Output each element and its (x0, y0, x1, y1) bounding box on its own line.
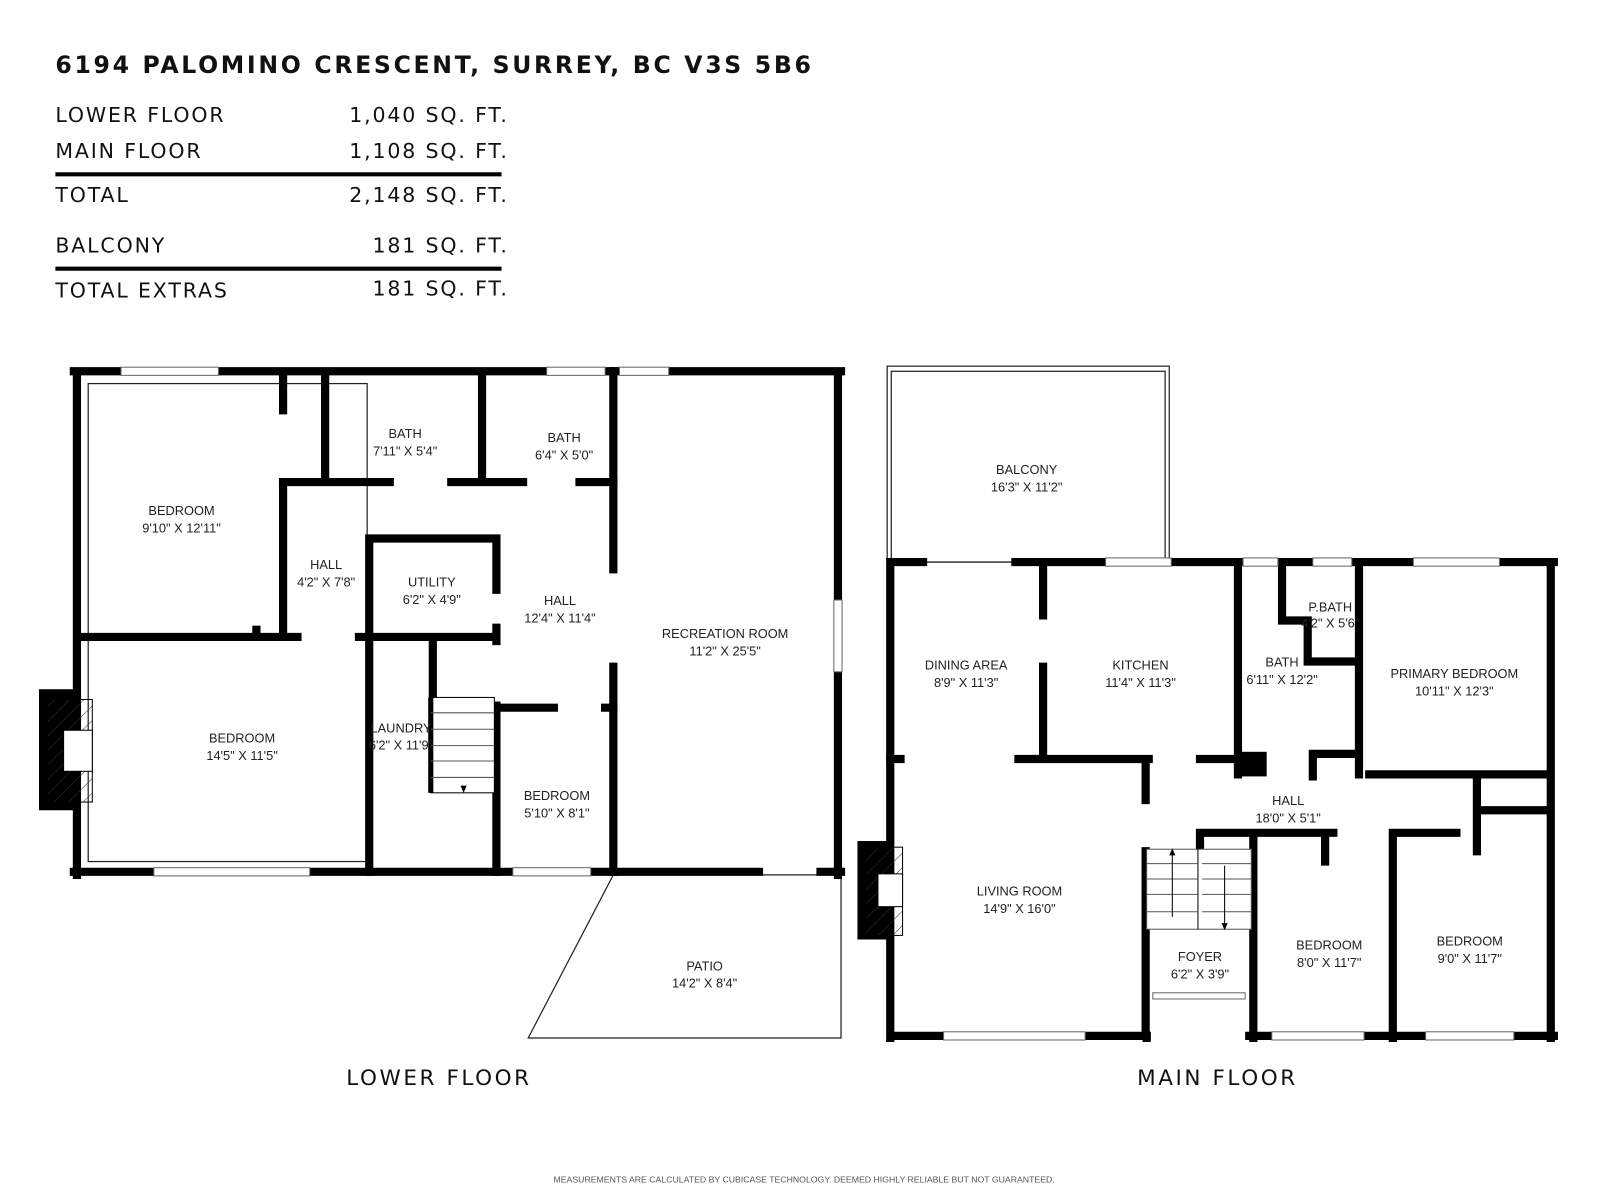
room-size: 16'3" X 11'2" (991, 479, 1062, 494)
summary-value: 181 SQ. FT. (373, 233, 509, 257)
summary-value: 2,148 SQ. FT. (349, 183, 508, 207)
room-size: 6'11" X 12'2" (1246, 672, 1317, 687)
window (120, 366, 219, 376)
window (153, 867, 311, 877)
room-labels: BALCONY 16'3" X 11'2" DINING AREA 8'9" X… (925, 462, 1518, 982)
room-name: HALL (310, 557, 342, 572)
room-size: 6'2" X 4'9" (403, 592, 461, 607)
room-size: 5'10" X 8'1" (524, 805, 589, 820)
room-name: BATH (547, 430, 580, 445)
room-size: 6'4" X 5'0" (535, 447, 593, 462)
room-size: 6'2" X 11'9" (369, 738, 433, 753)
property-address: 6194 PALOMINO CRESCENT, SURREY, BC V3S 5… (55, 51, 813, 79)
window (512, 867, 592, 877)
summary-value: 181 SQ. FT. (373, 276, 509, 300)
room-size: 12'4" X 11'4" (524, 611, 595, 626)
room-name: P.BATH (1308, 599, 1352, 614)
summary-value: 1,040 SQ. FT. (349, 103, 508, 127)
room-name: BEDROOM (209, 731, 275, 746)
room-size: 14'9" X 16'0" (983, 901, 1055, 916)
room-name: DINING AREA (925, 658, 1008, 673)
summary-label: BALCONY (55, 233, 166, 257)
room-name: BATH (1265, 655, 1298, 670)
summary-label: TOTAL EXTRAS (54, 278, 228, 302)
lower-floor-plan: BATH 7'11" X 5'4" BATH 6'4" X 5'0" BEDRO… (38, 366, 846, 1091)
room-name: BALCONY (996, 462, 1058, 477)
room-name: UTILITY (408, 575, 456, 590)
floor-label: LOWER FLOOR (346, 1066, 531, 1091)
room-size: 14'2" X 8'4" (672, 976, 737, 991)
room-name: BEDROOM (148, 503, 214, 518)
room-name: BEDROOM (524, 788, 590, 803)
window (943, 1031, 1086, 1041)
summary-label: LOWER FLOOR (55, 103, 225, 127)
room-size: 6'2" X 3'9" (1171, 966, 1229, 981)
room-name: HALL (1272, 793, 1304, 808)
fireplace-icon (857, 841, 904, 940)
summary-label: TOTAL (54, 183, 129, 207)
room-name: HALL (544, 593, 576, 608)
room-name: RECREATION ROOM (662, 626, 788, 641)
room-labels: BATH 7'11" X 5'4" BATH 6'4" X 5'0" BEDRO… (142, 426, 788, 991)
room-size: 11'2" X 25'5" (689, 643, 760, 658)
summary-value: 1,108 SQ. FT. (349, 139, 508, 163)
room-size: 18'0" X 5'1" (1256, 811, 1321, 826)
room-size: 11'4" X 11'3" (1105, 675, 1176, 690)
room-name: FOYER (1178, 949, 1222, 964)
room-size: 4'2" X 5'6" (1301, 616, 1359, 631)
window (1425, 1031, 1515, 1041)
room-name: PRIMARY BEDROOM (1391, 666, 1519, 681)
room-size: 7'11" X 5'4" (373, 443, 437, 458)
room-name: LIVING ROOM (977, 883, 1062, 898)
window (833, 599, 843, 673)
room-size: 8'0" X 11'7" (1297, 955, 1361, 970)
area-summary: LOWER FLOOR 1,040 SQ. FT. MAIN FLOOR 1,1… (54, 103, 509, 302)
room-name: BEDROOM (1296, 938, 1362, 953)
room-size: 10'11" X 12'3" (1415, 683, 1494, 698)
room-name: BATH (389, 426, 422, 441)
window (1312, 557, 1353, 567)
window (546, 366, 606, 376)
window (1271, 1031, 1365, 1041)
room-name: PATIO (686, 958, 723, 973)
fireplace-icon (38, 689, 93, 811)
window (1105, 557, 1172, 567)
room-name: LAUNDRY (371, 720, 432, 735)
room-size: 8'9" X 11'3" (934, 675, 998, 690)
patio-outline (527, 874, 842, 1039)
room-name: BEDROOM (1437, 934, 1503, 949)
front-door (1152, 992, 1246, 1000)
window (1412, 557, 1500, 567)
stairs-icon (1146, 832, 1252, 931)
window (1242, 557, 1279, 567)
room-size: 9'0" X 11'7" (1438, 951, 1502, 966)
summary-label: MAIN FLOOR (55, 139, 202, 163)
main-floor-plan: BALCONY 16'3" X 11'2" DINING AREA 8'9" X… (857, 365, 1558, 1091)
room-name: KITCHEN (1112, 658, 1168, 673)
stairs-icon (428, 696, 495, 794)
floor-label: MAIN FLOOR (1137, 1066, 1298, 1091)
disclaimer: MEASUREMENTS ARE CALCULATED BY CUBICASE … (554, 1175, 1055, 1185)
window (618, 366, 670, 376)
room-size: 9'10" X 12'11" (142, 520, 221, 535)
room-size: 14'5" X 11'5" (206, 748, 277, 763)
room-size: 4'2" X 7'8" (297, 575, 355, 590)
